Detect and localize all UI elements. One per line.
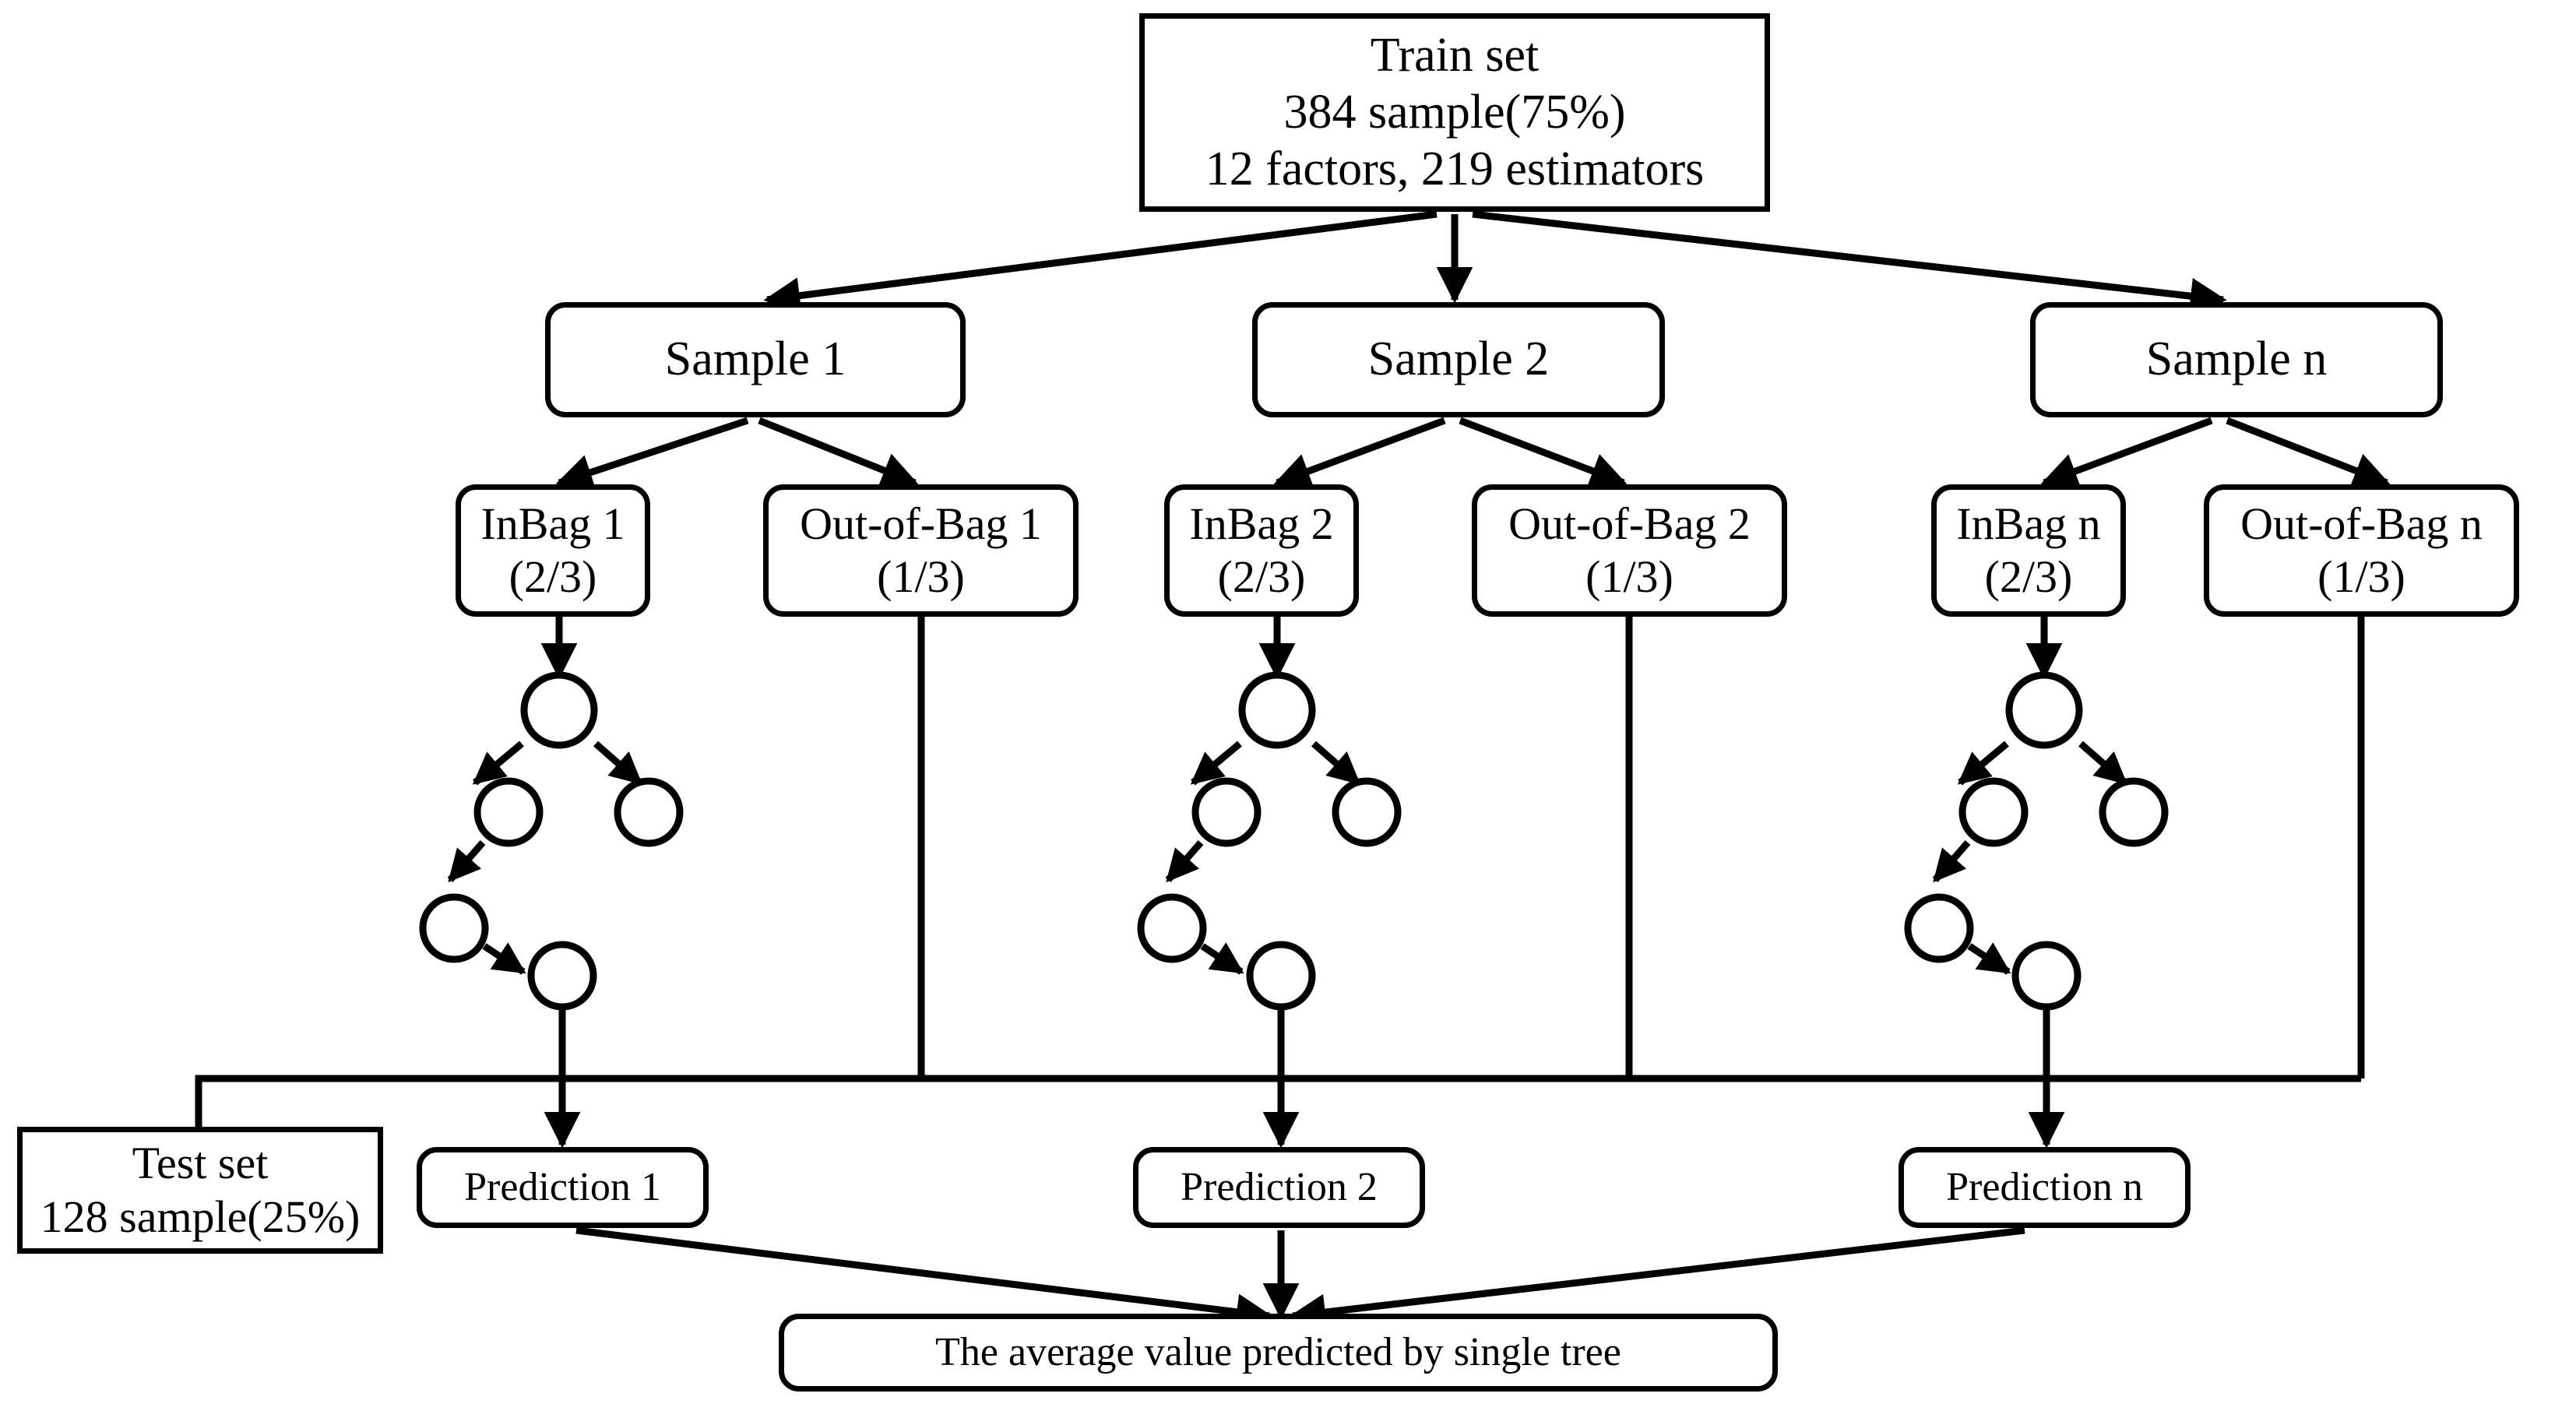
tree2-edge-low-right	[1200, 942, 1244, 975]
treen-node-right	[2099, 777, 2169, 847]
tree1-node-left	[473, 777, 544, 847]
tree2-edge-root-left	[1190, 741, 1242, 786]
train-set-line-1: Train set	[1370, 28, 1540, 82]
treen-edge-root-right	[2078, 741, 2128, 786]
tree1-node-left-left	[419, 893, 489, 963]
treen-edge-left-down	[1932, 840, 1971, 883]
prediction-box-2[interactable]: Prediction 2	[1133, 1147, 1425, 1228]
train-set-box[interactable]: Train set 384 sample(75%) 12 factors, 21…	[1139, 13, 1770, 212]
decision-tree-1	[419, 671, 684, 1011]
decision-tree-n	[1904, 671, 2169, 1011]
out-of-bag-fraction-n: (1/3)	[2317, 551, 2405, 602]
out-of-bag-fraction-2: (1/3)	[1585, 551, 1673, 602]
out-of-bag-label-n: Out-of-Bag n	[2240, 498, 2483, 549]
sample-label-n: Sample n	[2145, 333, 2328, 386]
edge-predictionn-to-average	[1289, 1226, 2025, 1331]
inbag-label-n: InBag n	[1956, 498, 2101, 549]
out-of-bag-box-n[interactable]: Out-of-Bag n (1/3)	[2204, 484, 2519, 617]
treen-node-left	[1958, 777, 2029, 847]
train-set-line-3: 12 factors, 219 estimators	[1205, 143, 1705, 196]
tree1-edge-left-down	[447, 840, 486, 883]
inbag-box-1[interactable]: InBag 1 (2/3)	[456, 484, 650, 617]
test-set-box[interactable]: Test set 128 sample(25%)	[17, 1127, 383, 1254]
test-set-line-1: Test set	[132, 1138, 269, 1189]
tree2-node-left	[1191, 777, 1262, 847]
inbag-fraction-2: (2/3)	[1217, 551, 1306, 602]
prediction-label-n: Prediction n	[1946, 1165, 2143, 1210]
edge-samplen-to-oobn	[2226, 417, 2391, 488]
inbag-fraction-n: (2/3)	[1984, 551, 2073, 602]
test-set-line-2: 128 sample(25%)	[40, 1191, 361, 1242]
edge-train-to-sample1	[763, 210, 1438, 314]
sample-box-2[interactable]: Sample 2	[1252, 302, 1665, 417]
train-set-line-2: 384 sample(75%)	[1283, 85, 1626, 139]
out-of-bag-box-2[interactable]: Out-of-Bag 2 (1/3)	[1472, 484, 1787, 617]
prediction-label-1: Prediction 1	[464, 1165, 661, 1210]
average-value-box[interactable]: The average value predicted by single tr…	[779, 1314, 1778, 1392]
treen-node-leaf	[2011, 941, 2082, 1011]
inbag-label-2: InBag 2	[1189, 498, 1334, 549]
inbag-label-1: InBag 1	[480, 498, 625, 549]
test-set-bus-line	[195, 1075, 2361, 1131]
tree2-node-leaf	[1246, 941, 1316, 1011]
treen-node-left-left	[1904, 893, 1974, 963]
tree2-node-right	[1332, 777, 1402, 847]
average-value-label: The average value predicted by single tr…	[935, 1330, 1621, 1375]
tree1-edge-root-right	[593, 741, 643, 786]
treen-node-root	[2005, 671, 2083, 749]
sample-label-1: Sample 1	[664, 333, 846, 386]
tree1-node-right	[614, 777, 684, 847]
out-of-bag-label-2: Out-of-Bag 2	[1508, 498, 1751, 549]
out-of-bag-label-1: Out-of-Bag 1	[800, 498, 1042, 549]
prediction-box-n[interactable]: Prediction n	[1899, 1147, 2191, 1228]
decision-tree-2	[1137, 671, 1402, 1011]
sample-label-2: Sample 2	[1367, 333, 1550, 386]
out-of-bag-box-1[interactable]: Out-of-Bag 1 (1/3)	[763, 484, 1079, 617]
edge-sample2-to-inbag2	[1273, 417, 1446, 489]
inbag-box-2[interactable]: InBag 2 (2/3)	[1164, 484, 1359, 617]
tree1-node-leaf	[527, 941, 597, 1011]
tree1-edge-root-left	[472, 741, 524, 786]
edge-sample2-to-oob2	[1459, 417, 1628, 488]
tree2-node-left-left	[1137, 893, 1207, 963]
edge-prediction1-to-average	[575, 1226, 1273, 1331]
prediction-label-2: Prediction 2	[1181, 1165, 1378, 1210]
edge-sample1-to-oob1	[758, 417, 919, 488]
treen-edge-root-left	[1957, 741, 2009, 786]
edge-sample1-to-inbag1	[555, 417, 749, 490]
out-of-bag-fraction-1: (1/3)	[877, 551, 965, 602]
sample-box-n[interactable]: Sample n	[2030, 302, 2443, 417]
inbag-fraction-1: (2/3)	[509, 551, 597, 602]
treen-edge-low-right	[1967, 942, 2011, 975]
tree2-edge-root-right	[1311, 741, 1361, 786]
tree2-node-root	[1238, 671, 1316, 749]
inbag-box-n[interactable]: InBag n (2/3)	[1931, 484, 2126, 617]
edge-samplen-to-inbagn	[2040, 417, 2213, 489]
edge-train-to-samplen	[1472, 210, 2227, 315]
tree2-edge-left-down	[1165, 840, 1204, 883]
sample-box-1[interactable]: Sample 1	[545, 302, 966, 417]
tree1-edge-low-right	[482, 942, 526, 975]
prediction-box-1[interactable]: Prediction 1	[417, 1147, 709, 1228]
tree1-node-root	[520, 671, 598, 749]
